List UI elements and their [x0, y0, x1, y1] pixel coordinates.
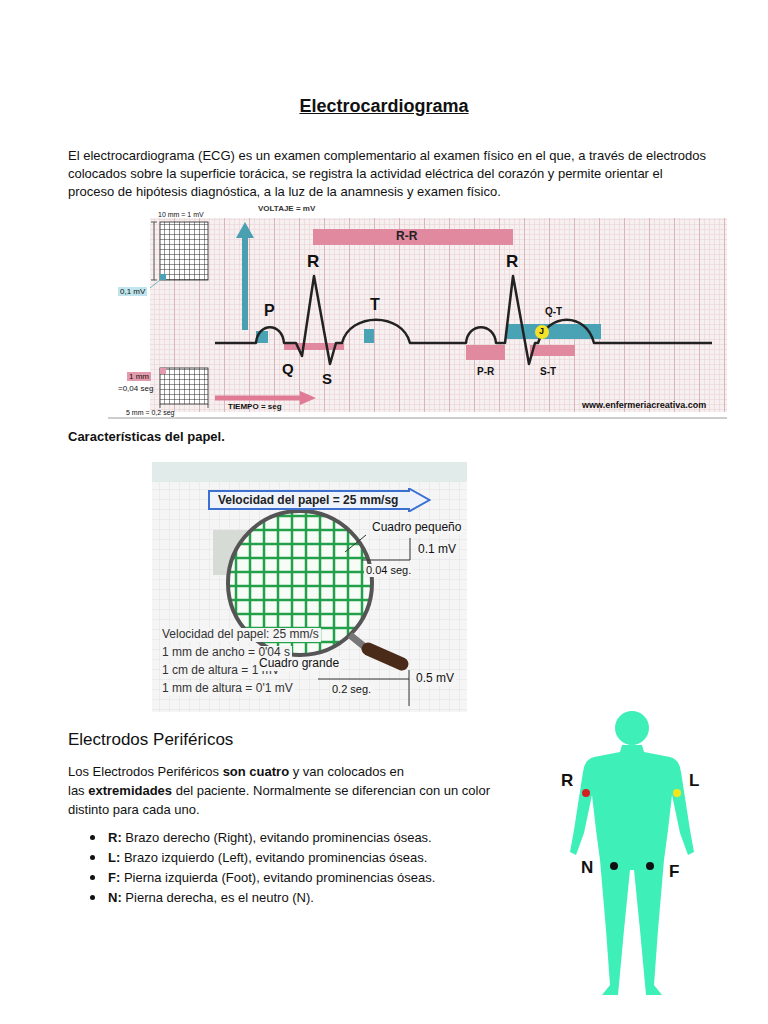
scale-grid: [160, 368, 208, 404]
small-square: [160, 274, 166, 280]
text-run: L:: [108, 850, 120, 865]
scale-grid: [160, 222, 208, 280]
bullet: [90, 875, 95, 880]
label: P-R: [477, 366, 494, 378]
arrow-shape: [209, 489, 430, 512]
label: Q-T: [545, 306, 562, 318]
pr-bar: [466, 345, 505, 360]
label: 0,1 mV: [118, 287, 147, 296]
label: Q: [282, 360, 294, 377]
st-bar: [530, 345, 575, 356]
rr-bar: [313, 229, 513, 245]
text-run: Brazo derecho (Right), evitando prominen…: [125, 830, 431, 845]
label: Cuadro grande: [257, 657, 341, 671]
dimension-line: [318, 670, 409, 706]
bullet: [90, 835, 95, 840]
label: Características del papel.: [68, 430, 225, 445]
scale-grid: [160, 222, 208, 280]
label: S: [322, 370, 332, 387]
label: =0,04 seg: [118, 384, 153, 393]
label: 10 mm = 1 mV: [158, 211, 204, 219]
label: T: [370, 296, 380, 314]
paper-grid: [152, 462, 467, 712]
label: F: [669, 862, 679, 882]
ecg-grid: [150, 218, 727, 412]
label: P: [264, 302, 275, 320]
bullet-line: L: Brazo izquierdo (Left), evitando promi…: [108, 848, 427, 867]
label: Electrodos Periféricos: [68, 730, 233, 750]
label: 0.2 seg.: [330, 683, 373, 696]
label: L: [689, 771, 699, 791]
label: www.enfermeriacreativa.com: [582, 400, 706, 410]
figure-rule: [108, 418, 727, 419]
voltage-arrow: [242, 236, 248, 330]
paragraph: Los Electrodos Periféricosson cuatroy va…: [68, 762, 520, 819]
time-arrow: [215, 396, 302, 401]
label: 1 mm: [127, 372, 151, 381]
text-run: F:: [108, 870, 120, 885]
bullet-line: R:Brazo derecho (Right), evitando promin…: [108, 828, 432, 847]
bullet-line: N:Pierna derecha, es el neutro (N).: [108, 888, 314, 907]
arrow-head: [236, 222, 254, 238]
label: R-R: [396, 230, 417, 244]
text-run: son cuatro: [223, 764, 289, 779]
label: R: [506, 252, 518, 272]
text-run: Pierna derecha, es el neutro (N).: [125, 890, 314, 905]
text-run: Pierna izquierda (Foot), evitando promin…: [124, 870, 435, 885]
ecg-paper: [150, 218, 727, 412]
label: Velocidad del papel: 25 mm/s: [160, 628, 321, 642]
scale-tick: [160, 404, 208, 408]
electrode-n: [610, 862, 618, 870]
label: R: [307, 252, 319, 272]
body-head: [615, 711, 649, 745]
label: J: [539, 326, 544, 336]
label: El electrocardiograma (ECG) es un examen…: [68, 147, 710, 201]
ecg-wave: [215, 276, 712, 364]
label: 0.5 mV: [414, 672, 456, 686]
top-band: [152, 462, 467, 482]
label: 5 mm = 0,2 seg: [126, 409, 174, 417]
electrode-f: [646, 862, 654, 870]
label: 0.04 seg.: [364, 564, 413, 577]
bullet: [90, 855, 95, 860]
page-title: Electrocardiograma: [0, 96, 768, 117]
leader-line: [150, 280, 160, 288]
arrow-head: [300, 391, 316, 405]
t-highlight: [364, 329, 374, 343]
arrow-box: Velocidad del papel = 25 mm/sg: [208, 488, 430, 512]
text-run: Los Electrodos Periféricos: [68, 764, 219, 779]
scale-bracket: [151, 222, 157, 280]
arrow-label: Velocidad del papel = 25 mm/sg: [208, 488, 430, 512]
leader-line: [345, 535, 366, 552]
label: 1 mm de altura = 0'1 mV: [160, 682, 295, 696]
text-run: N:: [108, 890, 122, 905]
scale-grid: [160, 368, 208, 404]
text-run: R:: [108, 830, 122, 845]
label: S-T: [540, 366, 556, 378]
electrode-l: [673, 789, 681, 797]
label: Cuadro pequeño: [370, 521, 463, 535]
dimension-line: [362, 538, 410, 560]
small-square: [160, 368, 166, 374]
label: N: [581, 858, 593, 878]
body-figure: [570, 745, 694, 995]
label: TIEMPO = seg: [228, 402, 282, 411]
lens-handle: [368, 649, 402, 664]
ecg-grid: [150, 218, 727, 412]
j-point: [535, 325, 549, 339]
paper-figure: [152, 462, 467, 712]
text-run: Brazo izquierdo (Left), evitando promine…: [124, 850, 428, 865]
text-run: extremidades: [88, 783, 172, 798]
bullet: [90, 895, 95, 900]
label: VOLTAJE = mV: [258, 204, 315, 213]
label: R: [561, 771, 573, 791]
electrode-r: [582, 789, 590, 797]
label: 0.1 mV: [416, 543, 458, 557]
bullet-line: F: Pierna izquierda (Foot), evitando prom…: [108, 868, 435, 887]
